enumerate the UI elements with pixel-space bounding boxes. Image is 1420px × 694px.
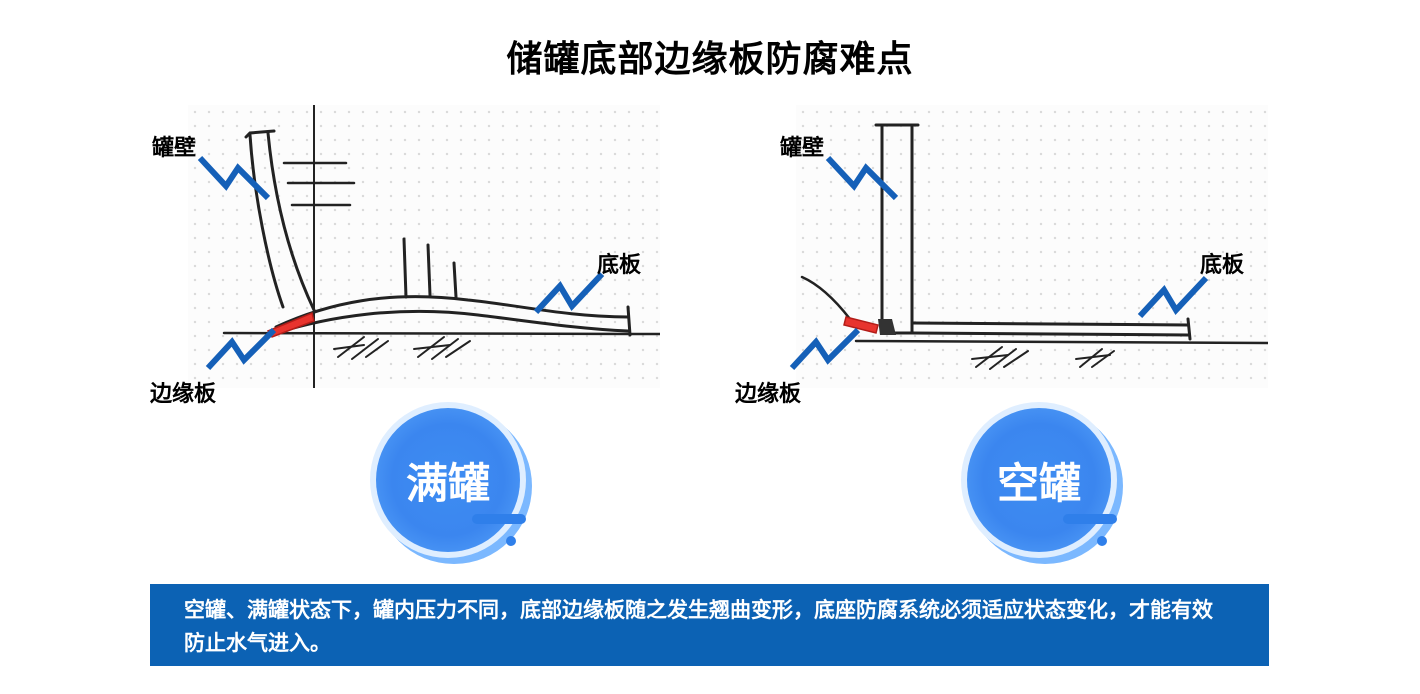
badge-tail	[1063, 514, 1117, 524]
label-tank-wall-left: 罐壁	[152, 136, 197, 161]
full-tank-sketch	[188, 105, 660, 388]
page-title: 储罐底部边缘板防腐难点	[506, 39, 914, 80]
badge-tail	[472, 514, 526, 524]
full-tank-circle: 满罐	[376, 408, 520, 552]
label-edge-plate-right: 边缘板	[735, 382, 802, 407]
edge-plate-highlight	[843, 316, 879, 334]
badge-dot	[506, 536, 516, 546]
empty-tank-drawing	[800, 123, 1268, 370]
explanation-note: 空罐、满罐状态下，罐内压力不同，底部边缘板随之发生翘曲变形，底座防腐系统必须适应…	[150, 584, 1269, 666]
label-bottom-plate-right: 底板	[1200, 253, 1245, 278]
empty-tank-circle: 空罐	[967, 408, 1111, 552]
full-tank-badge: 满罐	[376, 408, 536, 568]
empty-tank-sketch	[796, 105, 1268, 388]
label-bottom-plate-left: 底板	[597, 253, 642, 278]
label-tank-wall-right: 罐壁	[780, 136, 825, 161]
full-tank-drawing	[222, 105, 660, 388]
label-edge-plate-left: 边缘板	[150, 382, 217, 407]
badge-dot	[1097, 536, 1107, 546]
empty-tank-badge: 空罐	[967, 408, 1127, 568]
